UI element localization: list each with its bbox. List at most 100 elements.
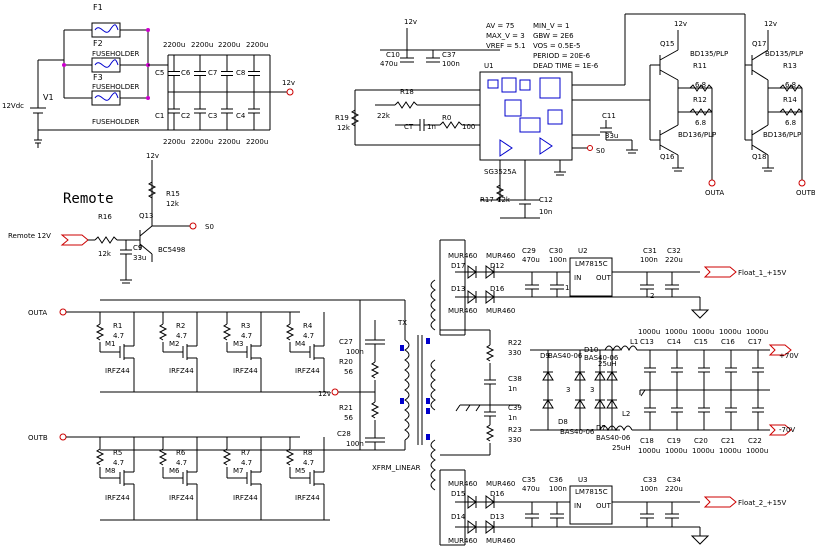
- u1-s0-port: [587, 145, 593, 151]
- c27-value: 100n: [346, 348, 364, 356]
- transformer-section: C27 100n R20 56 12v R21 56 C28 100n TX X…: [318, 279, 436, 491]
- param-vref: VREF = 5.1: [486, 42, 526, 50]
- u3-out: OUT: [596, 502, 612, 510]
- c28-value: 100n: [346, 440, 364, 448]
- c35-label: C35: [522, 476, 536, 484]
- 12v-output-label: 12v: [282, 79, 295, 87]
- r1-label: R1: [113, 322, 122, 330]
- outa-label: OUTA: [705, 189, 724, 197]
- u1-label: U1: [484, 62, 494, 70]
- d-bot-part-2: MUR460: [486, 480, 515, 488]
- r23-label: R23: [508, 426, 522, 434]
- d8-part: BAS40-06: [560, 428, 595, 436]
- r2-value: 4.7: [176, 332, 187, 340]
- input-cap-top-3: [221, 55, 233, 92]
- pin3a-label: 3: [566, 386, 570, 394]
- outa-port: [708, 179, 716, 187]
- d-bot-part-4: MUR460: [486, 537, 515, 545]
- pin3b-label: 3: [590, 386, 594, 394]
- 12v-output-port: [286, 88, 294, 96]
- c12-label: C12: [539, 196, 553, 204]
- m1-label: M1: [105, 340, 116, 348]
- output-cap-pos-5: [752, 350, 764, 390]
- output-cap-pos-1: [644, 350, 656, 390]
- controller-section: 12v C10 470u C37 100n AV = 75 MAX_V = 3 …: [335, 18, 638, 219]
- output-cap-pos-3: [698, 350, 710, 390]
- q13-part: BC5498: [158, 246, 185, 254]
- fuseholder-3: FUSEHOLDER: [92, 118, 140, 126]
- param-minv: MIN_V = 1: [533, 22, 569, 30]
- input-cap-top-1: [168, 55, 180, 92]
- d-top-part-2: MUR460: [486, 252, 515, 260]
- output-cap-pos-4: [725, 350, 737, 390]
- r15-value: 12k: [166, 200, 180, 208]
- c21-value: 1000u: [719, 447, 741, 455]
- q18-part: BD136/PLP: [763, 131, 801, 139]
- c9-value: 33u: [133, 254, 146, 262]
- c39-value: 1n: [508, 414, 517, 422]
- q17-part: BD135/PLP: [765, 50, 803, 58]
- r7-label: R7: [241, 449, 250, 457]
- c18-label: C18: [640, 437, 654, 445]
- r19-value: 12k: [337, 124, 351, 132]
- d7-part: BAS40-06: [596, 434, 631, 442]
- param-period: PERIOD = 20E-6: [533, 52, 591, 60]
- m4-part: IRFZ44: [295, 367, 320, 375]
- r20-value: 56: [344, 368, 353, 376]
- c12-value: 10n: [539, 208, 552, 216]
- q17-supply: 12v: [764, 20, 777, 28]
- r19-label: R19: [335, 114, 349, 122]
- mosfet-a-1: [95, 312, 135, 392]
- r0-value: 100: [462, 123, 475, 131]
- float-2-supply: MUR460 MUR460 MUR460 MUR460 D15 D16 D14 …: [439, 469, 787, 546]
- c9-label: C9: [133, 244, 142, 252]
- input-cap-top-2: [194, 55, 206, 92]
- c31-label: C31: [643, 247, 657, 255]
- r14-value: 6.8: [785, 119, 796, 127]
- mosfet-b-3: [222, 437, 262, 520]
- c37-value: 100n: [442, 60, 460, 68]
- minus70-port: [768, 424, 792, 436]
- q15-label: Q15: [660, 40, 674, 48]
- ct-value: 1n: [427, 123, 436, 131]
- r5-label: R5: [113, 449, 122, 457]
- s0-port: [189, 222, 197, 230]
- r1-value: 4.7: [113, 332, 124, 340]
- cap-c5-value: 2200u: [163, 41, 185, 49]
- cap-c6-label: C6: [181, 69, 191, 77]
- remote-section: Remote Remote 12V R16 12k C9 33u Q13 BC5…: [8, 152, 214, 284]
- r16-value: 12k: [98, 250, 112, 258]
- m3-part: IRFZ44: [233, 367, 258, 375]
- m6-part: IRFZ44: [169, 494, 194, 502]
- c37-label: C37: [442, 51, 456, 59]
- output-cap-neg-3: [698, 390, 710, 430]
- s0-label: S0: [205, 223, 214, 231]
- c17-value: 1000u: [746, 328, 768, 336]
- 12v-mid-port: [331, 388, 339, 396]
- param-maxv: MAX_V = 3: [486, 32, 525, 40]
- m5-label: M5: [295, 467, 306, 475]
- cap-c2-label: C2: [181, 112, 190, 120]
- c13-label: C13: [640, 338, 654, 346]
- m7-part: IRFZ44: [233, 494, 258, 502]
- r4-value: 4.7: [303, 332, 314, 340]
- outb-label: OUTB: [796, 189, 815, 197]
- d-top-part-3: MUR460: [448, 307, 477, 315]
- d12-label: D12: [490, 262, 504, 270]
- output-cap-neg-2: [671, 390, 683, 430]
- c32-label: C32: [667, 247, 681, 255]
- v1-label: V1: [43, 93, 54, 102]
- c15-label: C15: [694, 338, 708, 346]
- tx-label: TX: [397, 319, 407, 327]
- r6-label: R6: [176, 449, 186, 457]
- r0-label: R0: [442, 114, 451, 122]
- input-cap-bottom-3: [221, 92, 233, 130]
- cap-c7-label: C7: [208, 69, 217, 77]
- mosfet-a-2: [158, 312, 198, 392]
- c14-value: 1000u: [665, 328, 687, 336]
- l1-value: 25uH: [598, 360, 617, 368]
- c16-value: 1000u: [719, 328, 741, 336]
- param-deadtime: DEAD TIME = 1E-6: [533, 62, 599, 70]
- fuse-f3: [91, 90, 121, 106]
